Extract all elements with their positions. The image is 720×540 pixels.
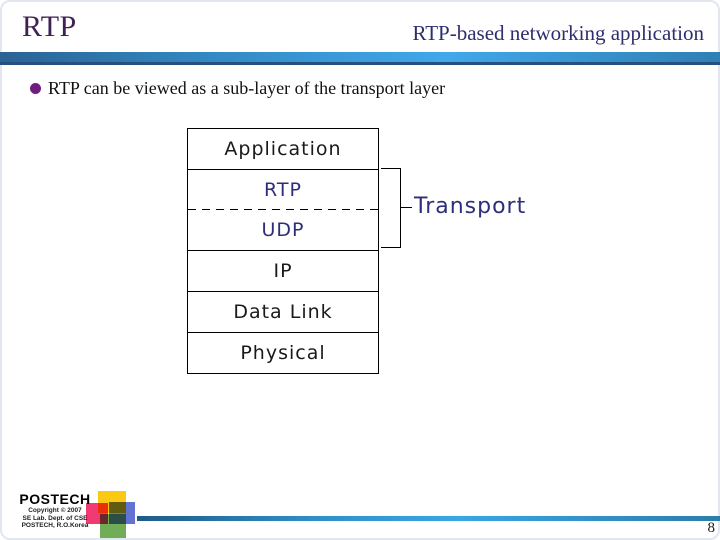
header-divider-bar xyxy=(0,52,720,65)
layer-label: RTP xyxy=(264,179,302,201)
layer-label: Application xyxy=(224,138,342,160)
layer-label: Physical xyxy=(240,342,326,364)
bullet-text: RTP can be viewed as a sub-layer of the … xyxy=(48,78,446,98)
slide-subtitle: RTP-based networking application xyxy=(412,21,704,45)
layer-label: UDP xyxy=(261,219,305,241)
copyright-line: POSTECH, R.O.Korea xyxy=(21,522,89,529)
layer-row-physical: Physical xyxy=(188,333,378,373)
layer-row-application: Application xyxy=(188,129,378,170)
brace-top-line xyxy=(381,168,400,169)
layer-row-datalink: Data Link xyxy=(188,292,378,333)
layer-label: IP xyxy=(273,260,293,282)
brace-vertical-line xyxy=(400,168,401,248)
footer-copyright-block: POSTECH Copyright © 2007 SE Lab. Dept. o… xyxy=(12,492,98,530)
footer-divider-bar xyxy=(137,516,720,521)
layer-row-ip: IP xyxy=(188,251,378,292)
layer-row-rtp: RTP xyxy=(188,170,378,210)
protocol-stack-diagram: Application RTP UDP IP Data Link Physica… xyxy=(187,128,379,374)
brace-bottom-line xyxy=(381,247,400,248)
page-number: 8 xyxy=(707,520,716,536)
postech-logo-square-green xyxy=(100,514,126,538)
slide-title: RTP xyxy=(22,10,77,43)
transport-label: Transport xyxy=(414,194,527,219)
brace-middle-line xyxy=(400,207,412,208)
layer-row-udp: UDP xyxy=(188,210,378,251)
bullet-icon xyxy=(30,83,41,94)
postech-wordmark: POSTECH xyxy=(19,491,91,507)
copyright-line: SE Lab. Dept. of CSE xyxy=(22,514,88,522)
layer-label: Data Link xyxy=(233,301,333,323)
copyright-line: Copyright © 2007 xyxy=(28,507,82,514)
